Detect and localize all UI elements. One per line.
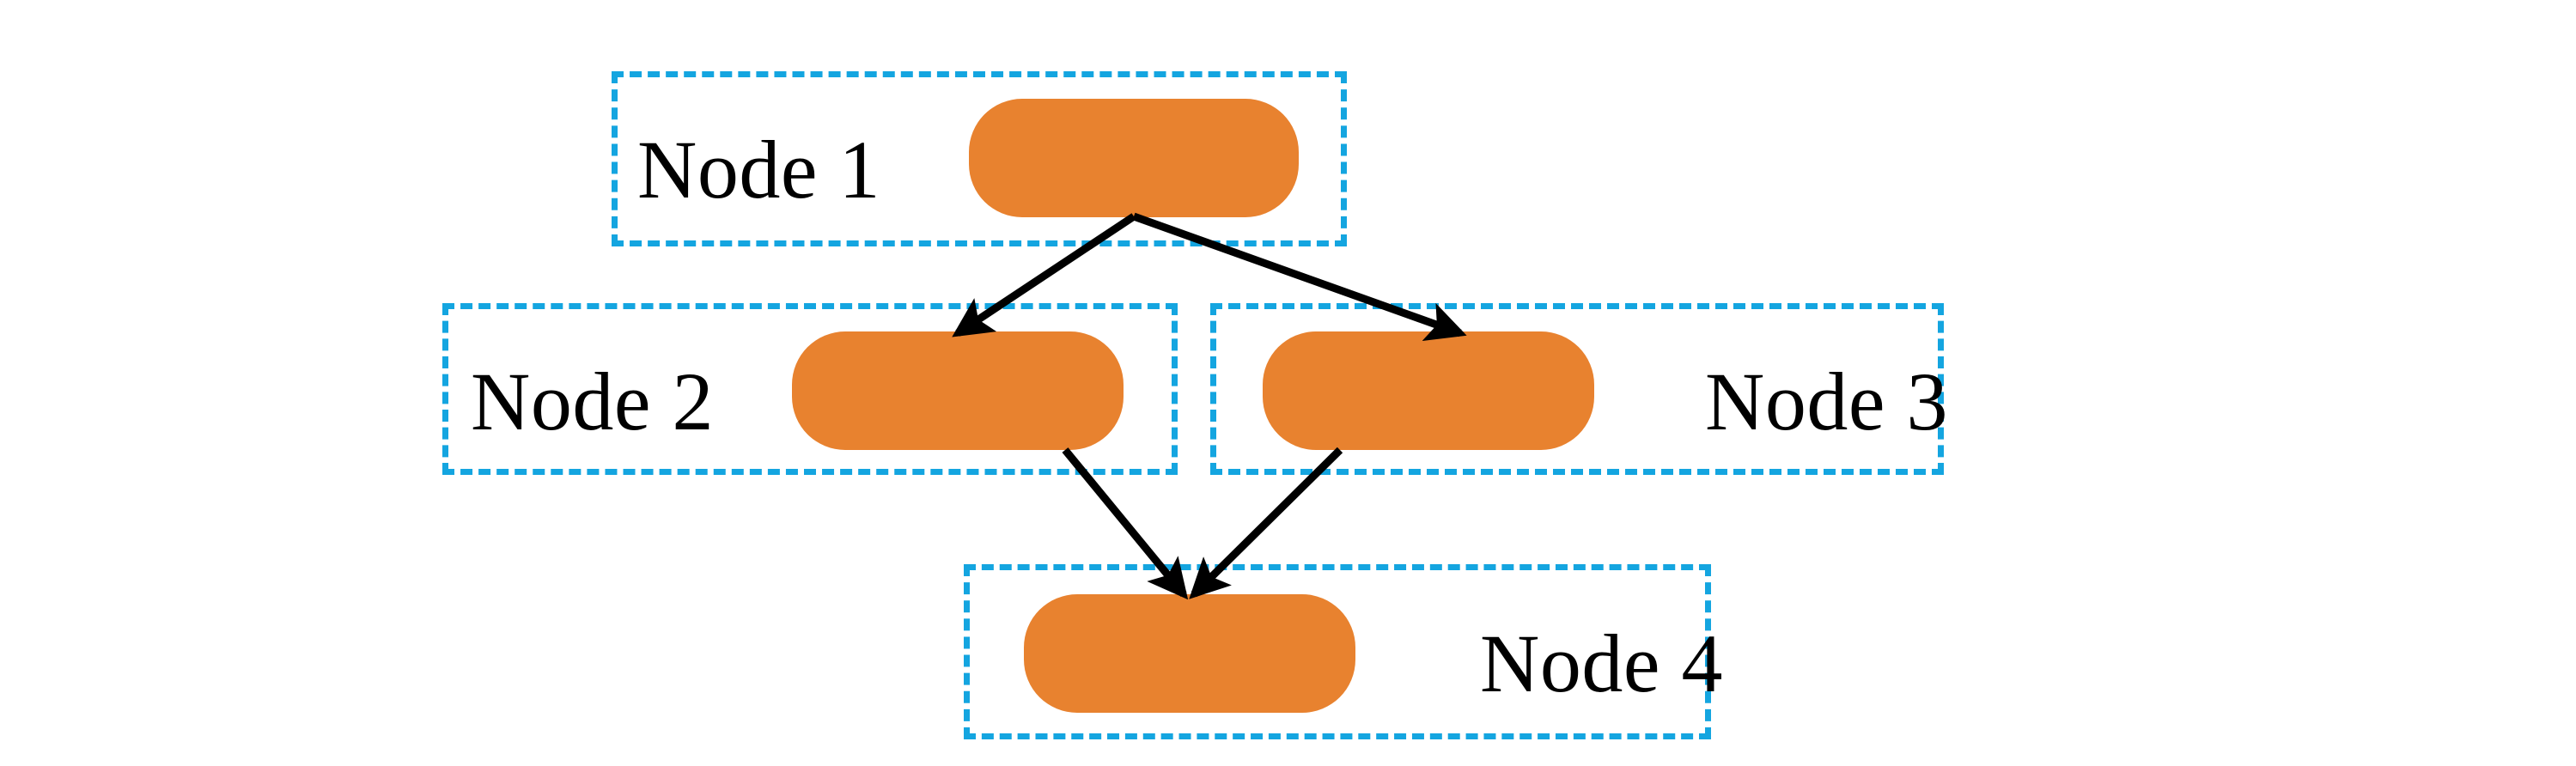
node-label-node-2: Node 2: [471, 356, 714, 447]
node-group-node-2[interactable]: [442, 303, 1178, 475]
node-label-node-3: Node 3: [1705, 356, 1948, 447]
node-label-node-4: Node 4: [1480, 617, 1723, 709]
node-block-node-2[interactable]: [792, 331, 1124, 450]
node-label-node-1: Node 1: [637, 124, 880, 216]
node-block-node-3[interactable]: [1263, 331, 1594, 450]
node-block-node-1[interactable]: [969, 99, 1299, 217]
node-block-node-4[interactable]: [1024, 594, 1355, 713]
node-group-node-3[interactable]: [1210, 303, 1944, 475]
